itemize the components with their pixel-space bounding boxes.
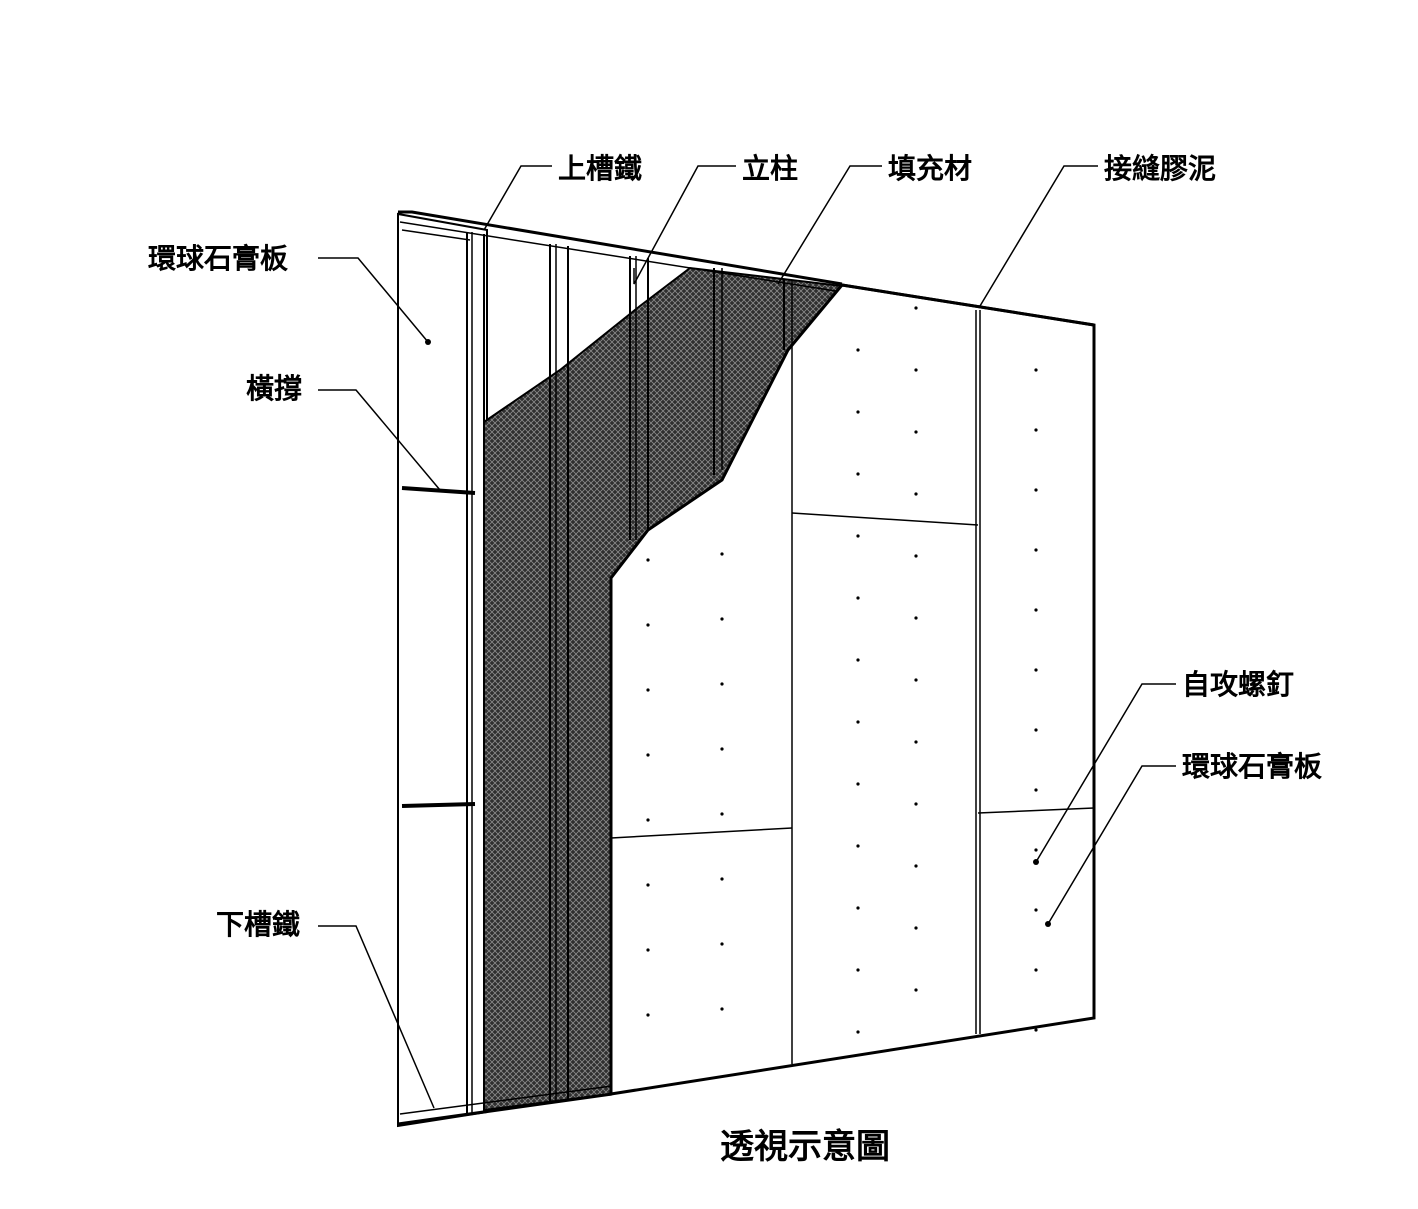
screw-dot: [914, 802, 918, 806]
stud-3: [629, 256, 649, 540]
label-joint-compound: 接縫膠泥: [1104, 152, 1216, 185]
screw-dot: [1034, 668, 1038, 672]
label-stud: 立柱: [742, 152, 798, 185]
label-cross-brace: 橫撐: [246, 372, 302, 405]
screw-dot: [914, 988, 918, 992]
label-gypsum-board-front: 環球石膏板: [1182, 750, 1322, 783]
stud-5: [783, 280, 793, 350]
front-gypsum-board: [609, 283, 1096, 1096]
label-self-tapping-screw: 自攻螺釘: [1182, 668, 1294, 701]
screw-dot: [914, 368, 918, 372]
diagram-caption: 透視示意圖: [720, 1127, 890, 1167]
screw-dot: [914, 926, 918, 930]
leader-top-track: [483, 165, 552, 231]
screw-dot: [914, 306, 918, 310]
leader-stud: [633, 165, 736, 285]
screw-dot: [856, 906, 860, 910]
screw-dot: [720, 877, 724, 881]
leader-gypsum-front: [1047, 765, 1176, 925]
leader-gypsum-back: [318, 257, 429, 343]
cross-brace-lower: [401, 802, 476, 808]
label-gypsum-board-back: 環球石膏板: [148, 242, 288, 275]
screw-dot: [720, 617, 724, 621]
screw-dot: [914, 554, 918, 558]
cross-brace-upper: [401, 486, 476, 495]
screw-dot: [720, 812, 724, 816]
screw-dot: [856, 968, 860, 972]
screw-dot: [914, 740, 918, 744]
screw-dot: [856, 596, 860, 600]
screw-dot: [1034, 1028, 1038, 1032]
screw-dot: [1034, 428, 1038, 432]
screw-dot: [1034, 488, 1038, 492]
screw-dot: [646, 818, 650, 822]
screw-dot: [720, 1007, 724, 1011]
bottom-track: [397, 1085, 613, 1126]
back-gypsum-board: [397, 212, 488, 1128]
screw-dot: [646, 558, 650, 562]
screw-dot: [856, 1030, 860, 1034]
screw-dot: [914, 492, 918, 496]
screw-dot: [1034, 368, 1038, 372]
screw-dot: [914, 616, 918, 620]
screw-pattern: [646, 306, 1038, 1034]
screw-dot: [856, 782, 860, 786]
screw-dot: [646, 883, 650, 887]
leader-screw: [1035, 683, 1176, 863]
stud-4: [713, 268, 723, 475]
screw-dot: [914, 864, 918, 868]
screw-dot: [720, 552, 724, 556]
leader-bottom-track: [318, 925, 435, 1109]
screw-dot: [856, 720, 860, 724]
screw-dot: [856, 410, 860, 414]
label-top-track: 上槽鐵: [558, 152, 642, 185]
screw-dot: [856, 472, 860, 476]
screw-dot: [914, 678, 918, 682]
screw-dot: [1034, 968, 1038, 972]
screw-dot: [646, 753, 650, 757]
screw-dot: [646, 1013, 650, 1017]
screw-dot: [1034, 728, 1038, 732]
screw-dot: [646, 948, 650, 952]
screw-dot: [856, 534, 860, 538]
screw-dot: [856, 844, 860, 848]
screw-dot: [856, 658, 860, 662]
screw-dot: [720, 682, 724, 686]
screw-dot: [646, 688, 650, 692]
label-insulation: 填充材: [888, 152, 972, 185]
screw-dot: [856, 348, 860, 352]
leader-end-dots: [425, 339, 1051, 927]
screw-dot: [1034, 788, 1038, 792]
board-seams: [610, 283, 1095, 1064]
leader-cross-brace: [318, 389, 441, 491]
screw-dot: [914, 430, 918, 434]
screw-dot: [646, 623, 650, 627]
screw-dot: [1034, 608, 1038, 612]
screw-dot: [720, 942, 724, 946]
top-track: [398, 210, 843, 293]
screw-dot: [1034, 908, 1038, 912]
screw-dot: [1034, 548, 1038, 552]
stud-2: [549, 244, 569, 1102]
leader-lines: [318, 165, 1176, 1109]
stud-1: [466, 232, 485, 1114]
screw-dot: [1034, 848, 1038, 852]
leader-joint-compound: [979, 165, 1098, 307]
screw-dot: [720, 747, 724, 751]
label-bottom-track: 下槽鐵: [216, 908, 300, 941]
leader-insulation: [777, 165, 882, 285]
